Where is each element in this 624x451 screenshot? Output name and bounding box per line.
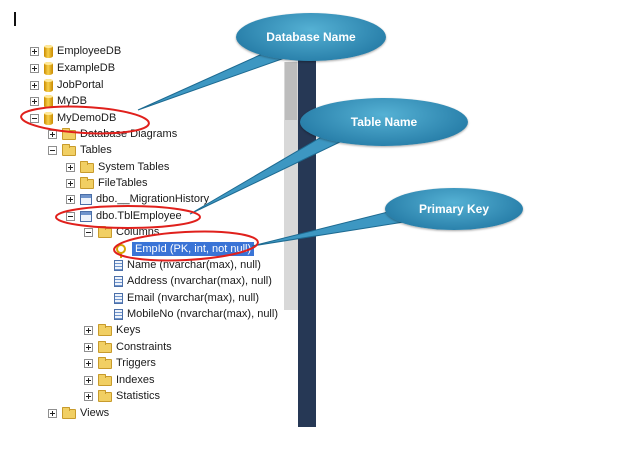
tree-node-columns[interactable]: Columns [84, 224, 159, 240]
expand-icon[interactable] [66, 178, 75, 188]
database-icon [44, 78, 53, 92]
callout-label: Table Name [350, 115, 418, 129]
database-icon [44, 44, 53, 58]
tree-node-address-column[interactable]: Address (nvarchar(max), null) [114, 273, 272, 289]
tree-node-label: MobileNo (nvarchar(max), null) [127, 308, 278, 320]
expand-icon[interactable] [66, 162, 75, 172]
tree-node-label: Address (nvarchar(max), null) [127, 275, 272, 287]
tree-node-label: Indexes [116, 374, 155, 386]
tree-node-employeedb[interactable]: EmployeeDB [30, 43, 121, 59]
tree-node-label: EmpId (PK, int, not null) [132, 242, 255, 256]
tree-node-label: dbo.TblEmployee [96, 210, 182, 222]
folder-icon [80, 177, 94, 189]
tree-node-empid-column[interactable]: EmpId (PK, int, not null) [114, 241, 255, 258]
tree-node-tables[interactable]: Tables [48, 142, 112, 158]
table-icon [80, 210, 92, 222]
callout-label: Primary Key [418, 202, 490, 216]
expand-icon[interactable] [30, 63, 39, 73]
folder-icon [98, 324, 112, 336]
expand-icon[interactable] [84, 358, 93, 368]
folder-icon [80, 161, 94, 173]
tree-node-label: Constraints [116, 341, 172, 353]
tree-node-label: Name (nvarchar(max), null) [127, 259, 261, 271]
folder-icon [98, 374, 112, 386]
table-name-callout: Table Name [300, 98, 468, 146]
tree-node-label: Views [80, 407, 110, 419]
column-icon [114, 259, 123, 271]
tree-node-system-tables[interactable]: System Tables [66, 159, 169, 175]
collapse-icon[interactable] [66, 211, 75, 221]
database-name-callout: Database Name [236, 13, 386, 61]
tree-node-label: dbo.__MigrationHistory [96, 193, 210, 205]
tree-node-label: FileTables [98, 177, 148, 189]
tree-node-label: Tables [80, 144, 112, 156]
tree-node-statistics[interactable]: Statistics [84, 388, 160, 404]
database-icon [44, 111, 53, 125]
tree-node-label: EmployeeDB [57, 45, 122, 57]
collapse-icon[interactable] [48, 145, 57, 155]
tree-node-label: Database Diagrams [80, 128, 178, 140]
callout-label: Database Name [266, 30, 356, 44]
primary-key-icon [116, 244, 126, 258]
tree-node-constraints[interactable]: Constraints [84, 339, 172, 355]
tree-node-mydb[interactable]: MyDB [30, 93, 87, 109]
tree-node-views[interactable]: Views [48, 405, 109, 421]
tree-node-name-column[interactable]: Name (nvarchar(max), null) [114, 257, 261, 273]
object-explorer-tree: EmployeeDB ExampleDB JobPortal MyDB MyDe… [0, 0, 290, 430]
folder-icon [98, 341, 112, 353]
tree-node-label: JobPortal [57, 79, 104, 91]
tree-node-label: MyDB [57, 95, 87, 107]
database-icon [44, 61, 53, 75]
tree-node-email-column[interactable]: Email (nvarchar(max), null) [114, 290, 259, 306]
expand-icon[interactable] [84, 375, 93, 385]
expand-icon[interactable] [48, 408, 57, 418]
tree-node-mydemodb[interactable]: MyDemoDB [30, 110, 116, 126]
expand-icon[interactable] [84, 391, 93, 401]
tree-node-label: System Tables [98, 161, 170, 173]
folder-icon [98, 357, 112, 369]
tree-node-label: MyDemoDB [57, 112, 117, 124]
folder-icon [62, 144, 76, 156]
tree-node-label: Statistics [116, 390, 161, 402]
tree-node-keys[interactable]: Keys [84, 322, 140, 338]
tree-node-label: Columns [116, 226, 160, 238]
tree-node-migration-history[interactable]: dbo.__MigrationHistory [66, 191, 209, 207]
tree-node-filetables[interactable]: FileTables [66, 175, 148, 191]
tree-node-indexes[interactable]: Indexes [84, 372, 155, 388]
tree-node-exampledb[interactable]: ExampleDB [30, 60, 115, 76]
folder-icon [62, 128, 76, 140]
tree-node-label: Keys [116, 324, 141, 336]
folder-icon [98, 390, 112, 402]
expand-icon[interactable] [84, 325, 93, 335]
column-icon [114, 275, 123, 287]
expand-icon[interactable] [30, 80, 39, 90]
tree-node-database-diagrams[interactable]: Database Diagrams [48, 126, 177, 142]
database-icon [44, 94, 53, 108]
text-cursor [14, 12, 16, 26]
tree-node-label: Email (nvarchar(max), null) [127, 292, 260, 304]
expand-icon[interactable] [48, 129, 57, 139]
expand-icon[interactable] [84, 342, 93, 352]
scrollbar-thumb[interactable] [285, 62, 297, 120]
expand-icon[interactable] [30, 96, 39, 106]
tree-node-label: Triggers [116, 357, 156, 369]
expand-icon[interactable] [66, 194, 75, 204]
tree-node-triggers[interactable]: Triggers [84, 355, 156, 371]
folder-icon [98, 226, 112, 238]
collapse-icon[interactable] [84, 227, 93, 237]
collapse-icon[interactable] [30, 113, 39, 123]
tree-node-label: ExampleDB [57, 62, 116, 74]
folder-icon [62, 407, 76, 419]
table-icon [80, 193, 92, 205]
tree-node-mobileno-column[interactable]: MobileNo (nvarchar(max), null) [114, 306, 278, 322]
primary-key-callout: Primary Key [385, 188, 523, 230]
tree-node-tblemployee[interactable]: dbo.TblEmployee [66, 208, 182, 224]
expand-icon[interactable] [30, 46, 39, 56]
tree-node-jobportal[interactable]: JobPortal [30, 77, 103, 93]
column-icon [114, 308, 123, 320]
column-icon [114, 292, 123, 304]
